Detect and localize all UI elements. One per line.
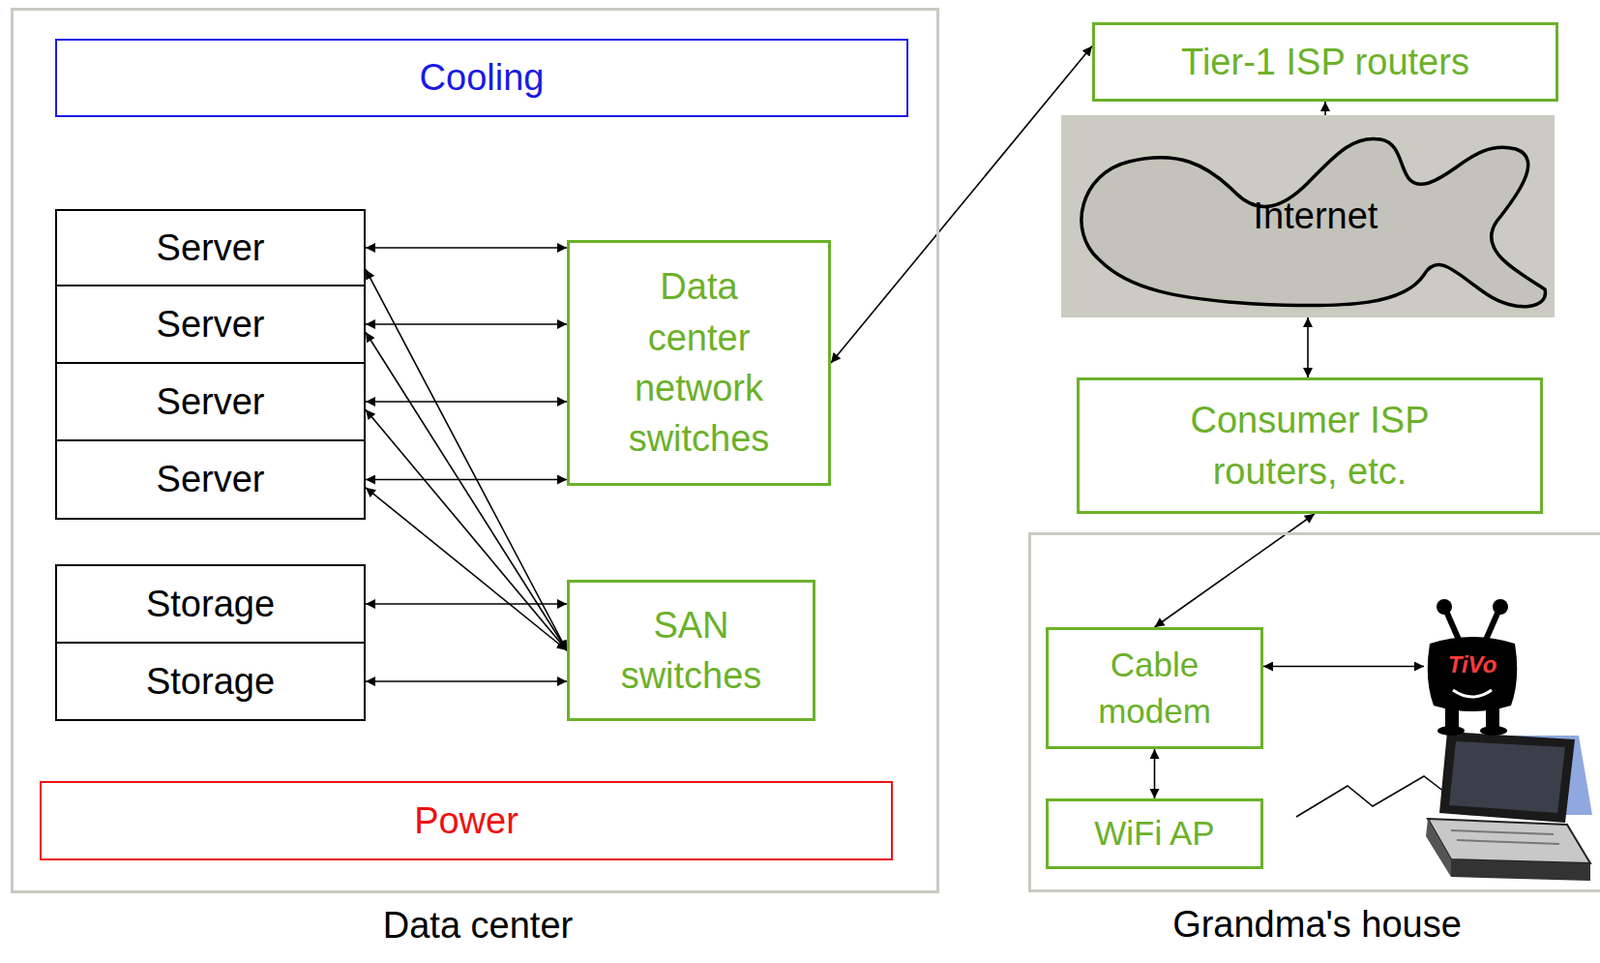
connector-arrow <box>1155 513 1315 627</box>
region-label: Grandma's house <box>1031 898 1600 949</box>
connector-arrow <box>365 680 567 682</box>
process-box: Tier-1 ISP routers <box>1092 22 1559 102</box>
region-label: Data center <box>13 899 943 950</box>
process-box: Storage <box>55 563 366 644</box>
tivo-icon: TiVo <box>1423 596 1521 736</box>
connector-arrow <box>365 487 567 651</box>
process-box: SAN switches <box>566 579 816 721</box>
connector-arrow <box>365 268 567 651</box>
node-label: Server <box>156 376 266 427</box>
wireless-signal <box>1296 775 1445 817</box>
connector-arrow <box>365 602 567 605</box>
node-label: Storage <box>146 655 275 707</box>
process-box: Server <box>55 361 366 442</box>
node-label: Internet <box>1253 190 1379 241</box>
process-box: Cooling <box>55 38 909 118</box>
laptop-icon <box>1425 731 1593 881</box>
connector-arrow <box>1263 665 1424 668</box>
node-label: Storage <box>146 578 275 629</box>
node-label: Cooling <box>419 52 545 103</box>
cloud-shape: Internet <box>1061 115 1555 318</box>
process-box: Consumer ISP routers, etc. <box>1076 377 1543 514</box>
connector-arrow <box>1324 101 1327 116</box>
connector-arrow <box>365 323 567 326</box>
process-box: Data center network switches <box>566 239 831 486</box>
connector-arrow <box>365 246 567 249</box>
node-label: Server <box>156 298 266 350</box>
connector-arrow <box>365 331 567 651</box>
process-box: Server <box>55 439 366 520</box>
node-label: Consumer ISP routers, etc. <box>1150 394 1470 497</box>
process-box: Power <box>39 780 893 860</box>
process-box: Server <box>55 284 366 364</box>
node-label: Power <box>414 795 519 846</box>
node-label: Server <box>156 453 266 504</box>
node-label: Server <box>156 222 266 273</box>
process-box: WiFi AP <box>1045 798 1264 869</box>
node-label: TiVo <box>1448 652 1498 677</box>
connector-arrow <box>365 400 567 403</box>
node-label: Tier-1 ISP routers <box>1181 36 1470 88</box>
region-box: Data centerCoolingServerServerServerServ… <box>10 7 940 893</box>
node-label: Cable modem <box>1072 641 1238 736</box>
node-label: WiFi AP <box>1094 809 1215 857</box>
connector-arrow <box>1154 748 1156 799</box>
connector-arrow <box>1306 317 1309 378</box>
process-box: Cable modem <box>1045 626 1264 749</box>
connector-arrow <box>365 409 567 651</box>
process-box: Storage <box>55 641 366 721</box>
node-label: SAN switches <box>604 599 779 702</box>
connector-arrow <box>830 46 1093 363</box>
node-label: Data center network switches <box>614 261 784 465</box>
region-box: Grandma's houseCable modemWiFi APTiVo <box>1028 532 1600 892</box>
process-box: Server <box>55 208 366 287</box>
connector-arrow <box>365 478 567 481</box>
